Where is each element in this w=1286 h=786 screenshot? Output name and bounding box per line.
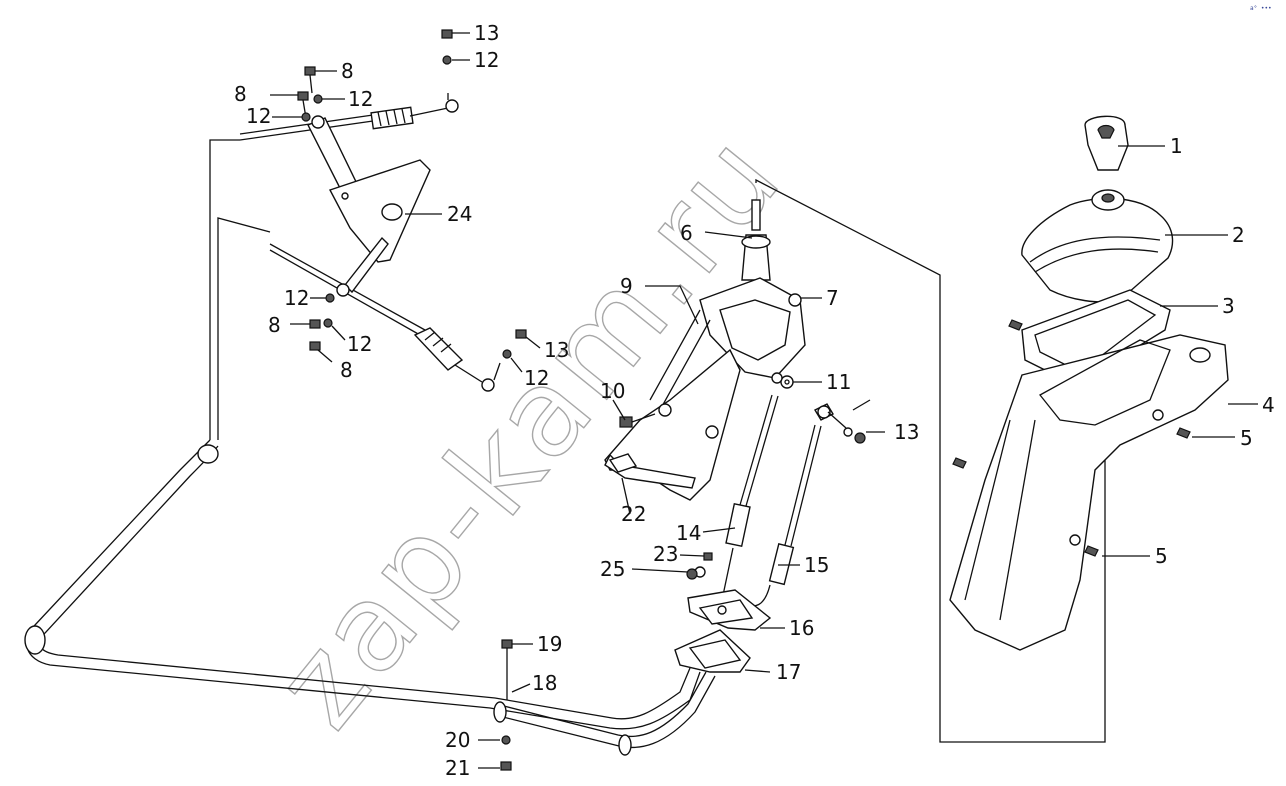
callout-14: 14 bbox=[676, 521, 701, 545]
shift-lever-assembly bbox=[604, 199, 806, 501]
callout-8-c: 8 bbox=[268, 313, 281, 337]
callout-13-a: 13 bbox=[474, 21, 499, 45]
callout-10: 10 bbox=[600, 379, 625, 403]
callout-9: 9 bbox=[620, 274, 633, 298]
callout-13-b: 13 bbox=[544, 338, 569, 362]
callout-3: 3 bbox=[1222, 294, 1235, 318]
leader-lines bbox=[270, 32, 1258, 769]
callout-4: 4 bbox=[1262, 393, 1275, 417]
callout-20: 20 bbox=[445, 728, 470, 752]
callout-8-d: 8 bbox=[340, 358, 353, 382]
grouping-lines bbox=[209, 139, 1106, 743]
cables bbox=[721, 372, 866, 607]
console-assembly bbox=[949, 115, 1229, 651]
callout-12-a: 12 bbox=[474, 48, 499, 72]
callout-21: 21 bbox=[445, 756, 470, 780]
callout-16: 16 bbox=[789, 616, 814, 640]
callout-5-upper: 5 bbox=[1240, 426, 1253, 450]
callout-11: 11 bbox=[826, 370, 851, 394]
callout-22: 22 bbox=[621, 502, 646, 526]
callout-13-c: 13 bbox=[894, 420, 919, 444]
callout-8-a: 8 bbox=[341, 59, 354, 83]
callout-24: 24 bbox=[447, 202, 472, 226]
callout-19: 19 bbox=[537, 632, 562, 656]
callout-12-c: 12 bbox=[246, 104, 271, 128]
callout-7: 7 bbox=[826, 286, 839, 310]
callout-5-lower: 5 bbox=[1155, 544, 1168, 568]
corner-mark: a° ••• bbox=[1250, 5, 1272, 12]
callout-1: 1 bbox=[1170, 134, 1183, 158]
callout-18: 18 bbox=[532, 671, 557, 695]
callout-labels: 1 2 3 4 5 5 6 7 8 8 8 8 9 10 11 12 12 12… bbox=[234, 21, 1275, 780]
callout-25: 25 bbox=[600, 557, 625, 581]
pipe-assembly bbox=[24, 439, 716, 756]
callout-17: 17 bbox=[776, 660, 801, 684]
callout-12-f: 12 bbox=[524, 366, 549, 390]
callout-12-e: 12 bbox=[347, 332, 372, 356]
callout-15: 15 bbox=[804, 553, 829, 577]
lower-linkage bbox=[269, 236, 501, 392]
upper-linkage bbox=[239, 93, 459, 263]
fasteners bbox=[297, 29, 698, 771]
callout-12-d: 12 bbox=[284, 286, 309, 310]
callout-8-b: 8 bbox=[234, 82, 247, 106]
mount-brackets bbox=[674, 552, 772, 673]
callout-12-b: 12 bbox=[348, 87, 373, 111]
callout-2: 2 bbox=[1232, 223, 1245, 247]
callout-23: 23 bbox=[653, 542, 678, 566]
callout-6: 6 bbox=[680, 221, 693, 245]
